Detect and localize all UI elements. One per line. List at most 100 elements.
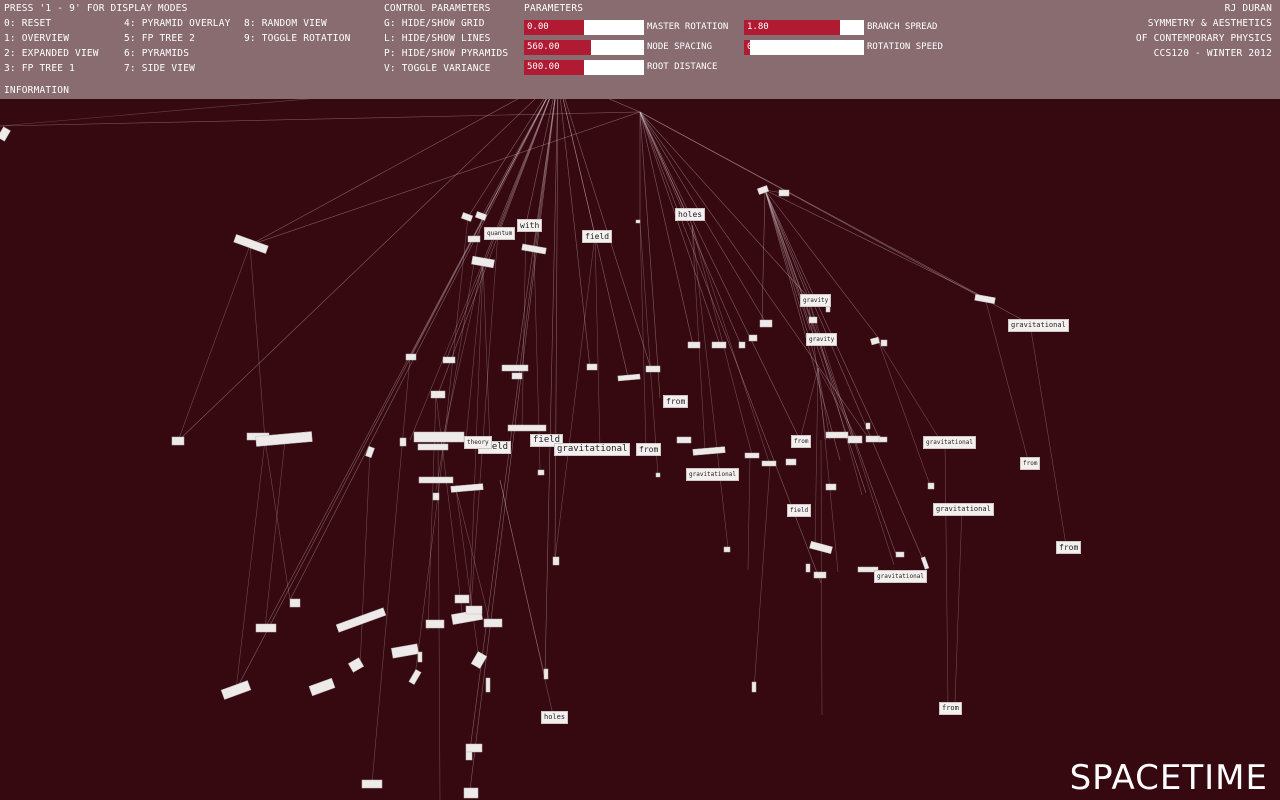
credit-line-1: SYMMETRY & AESTHETICS	[1147, 18, 1272, 29]
root-distance-slider[interactable]: 500.00	[524, 60, 644, 75]
tree-edge	[533, 249, 541, 471]
tree-edge	[435, 393, 464, 621]
tree-edge	[1029, 323, 1067, 546]
tree-node	[405, 353, 417, 361]
tree-edge	[469, 99, 556, 751]
tree-node	[430, 390, 446, 399]
tree-node	[220, 680, 252, 700]
tree-edge	[359, 449, 371, 669]
visualization-canvas[interactable]: holes field with quantum field field gra…	[0, 99, 1280, 800]
tree-node	[744, 452, 760, 459]
tree-edge	[289, 99, 548, 601]
tree-edge	[639, 111, 693, 226]
node-label-field: field	[582, 230, 613, 243]
tree-edge	[691, 224, 771, 466]
tree-node	[825, 483, 837, 491]
slider-value: 560.00	[527, 42, 560, 52]
tree-edge	[814, 367, 819, 549]
tree-edge	[544, 99, 558, 676]
brand-title: SPACETIME	[1069, 758, 1268, 798]
tree-node	[711, 341, 727, 349]
node-label-gravitational: gravitational	[874, 570, 927, 583]
tree-edge	[807, 296, 863, 496]
mode-2-expanded-view[interactable]: 2: EXPANDED VIEW	[4, 48, 99, 59]
mode-8-random-view[interactable]: 8: RANDOM VIEW	[244, 18, 327, 29]
branch-spread-slider[interactable]: 1.80	[744, 20, 864, 35]
master-rotation-slider[interactable]: 0.00	[524, 20, 644, 35]
node-label-from: from	[663, 395, 689, 408]
tree-node	[857, 566, 879, 573]
tree-node	[809, 540, 833, 555]
tree-node	[442, 356, 456, 364]
mode-3-fp-tree-1[interactable]: 3: FP TREE 1	[4, 63, 76, 74]
tree-edge	[817, 367, 839, 573]
node-label-holes: holes	[541, 711, 569, 724]
control-toggle-grid[interactable]: G: HIDE/SHOW GRID	[384, 18, 485, 29]
tree-node	[865, 435, 881, 443]
control-toggle-pyramids[interactable]: P: HIDE/SHOW PYRAMIDS	[384, 48, 509, 59]
node-label-holes: holes	[675, 208, 706, 221]
tree-edge	[639, 111, 986, 299]
tree-edge	[249, 111, 641, 246]
tree-node	[361, 779, 383, 789]
tree-edge	[764, 189, 881, 441]
slider-fill	[524, 20, 584, 35]
slider-fill	[744, 40, 750, 55]
tree-edge	[499, 479, 546, 679]
tree-node	[425, 619, 445, 629]
tree-node	[808, 316, 818, 324]
tree-node	[171, 436, 185, 446]
mode-7-side-view[interactable]: 7: SIDE VIEW	[124, 63, 196, 74]
control-toggle-lines[interactable]: L: HIDE/SHOW LINES	[384, 33, 491, 44]
tree-edge	[764, 189, 986, 299]
tree-node	[723, 546, 731, 553]
slider-value: 1.80	[747, 22, 769, 32]
node-label-from: from	[939, 702, 962, 715]
master-rotation-label: MASTER ROTATION	[647, 22, 729, 32]
tree-edge	[639, 111, 721, 346]
rotation-speed-slider[interactable]: 0	[744, 40, 864, 55]
mode-6-pyramids[interactable]: 6: PYRAMIDS	[124, 48, 190, 59]
tree-edge	[747, 454, 751, 571]
tree-node	[483, 618, 503, 628]
tree-node	[460, 212, 474, 222]
tree-node	[233, 234, 269, 254]
tree-edge	[455, 488, 491, 624]
node-label-gravity: gravity	[800, 294, 832, 307]
tree-edge	[562, 99, 629, 378]
mode-5-fp-tree-2[interactable]: 5: FP TREE 2	[124, 33, 196, 44]
tree-edge	[761, 189, 766, 324]
mode-4-pyramid-overlay[interactable]: 4: PYRAMID OVERLAY	[124, 18, 231, 29]
node-label-field: field	[787, 504, 812, 517]
tree-node	[255, 623, 277, 633]
tree-edge	[467, 99, 545, 218]
tree-edge	[554, 99, 559, 561]
slider-value: 0.00	[527, 22, 549, 32]
tree-edge	[817, 367, 831, 441]
tree-node	[974, 294, 996, 304]
tree-edge	[691, 224, 729, 549]
tree-edge	[409, 261, 484, 441]
node-label-gravitational: gravitational	[933, 503, 994, 516]
node-spacing-slider[interactable]: 560.00	[524, 40, 644, 55]
node-label-with: with	[517, 219, 543, 232]
tree-node	[463, 787, 479, 799]
tree-node	[432, 492, 440, 501]
node-label-gravitational: gravitational	[923, 436, 976, 449]
tree-node	[335, 607, 387, 633]
node-label-from: from	[1056, 541, 1082, 554]
information-label[interactable]: INFORMATION	[4, 85, 70, 96]
mode-1-overview[interactable]: 1: OVERVIEW	[4, 33, 70, 44]
credit-course: CCS120 - WINTER 2012	[1153, 48, 1272, 59]
tree-node	[413, 431, 465, 443]
slider-value: 0	[747, 42, 753, 52]
control-toggle-variance[interactable]: V: TOGGLE VARIANCE	[384, 63, 491, 74]
mode-0-reset[interactable]: 0: RESET	[4, 18, 52, 29]
mode-9-toggle-rotation[interactable]: 9: TOGGLE ROTATION	[244, 33, 351, 44]
tree-edge	[984, 297, 1029, 461]
tree-edge	[877, 339, 941, 441]
tree-edge	[446, 99, 550, 359]
tree-node	[552, 556, 560, 566]
node-label-from: from	[1020, 457, 1041, 470]
tree-edge	[177, 99, 536, 442]
